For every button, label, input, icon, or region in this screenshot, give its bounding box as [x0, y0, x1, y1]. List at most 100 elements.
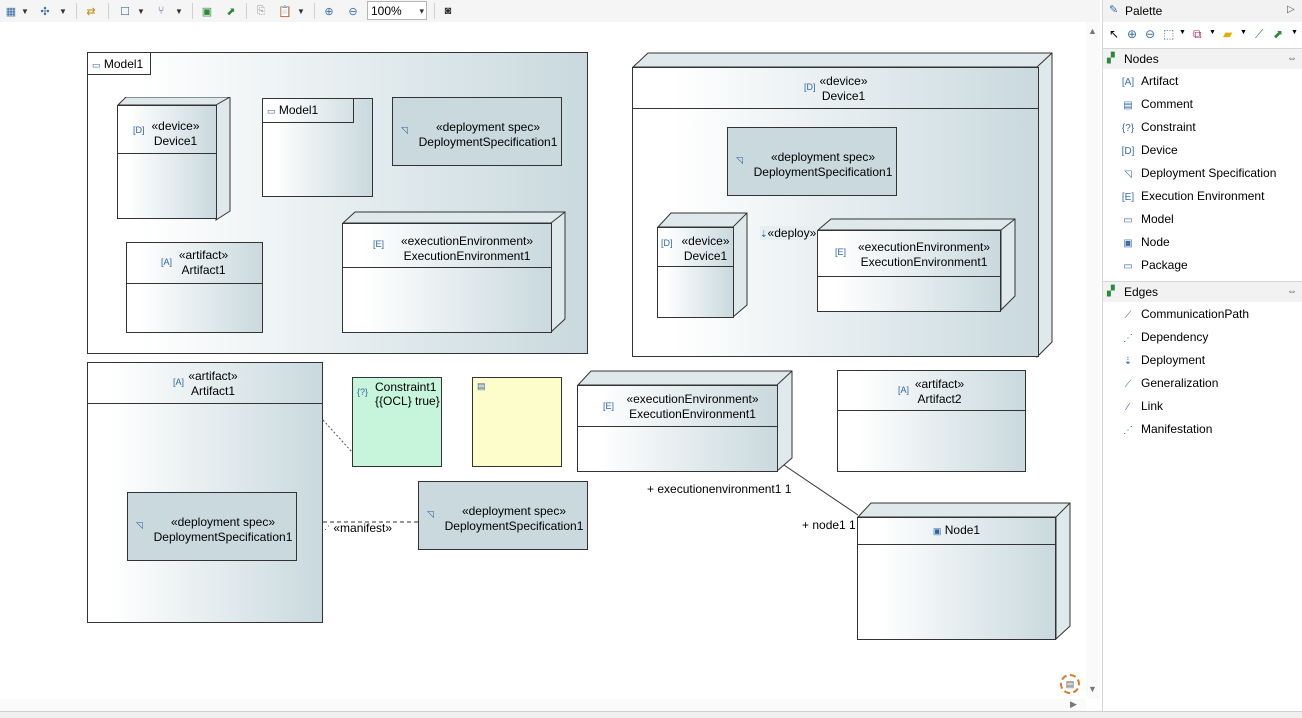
- device1-inner[interactable]: [D] «device» Device1: [657, 227, 734, 318]
- toolbar-separator: [434, 3, 435, 19]
- copy-icon[interactable]: ⎘: [256, 4, 266, 17]
- compartment-divider: [578, 426, 777, 427]
- status-indicator-icon[interactable]: ▤: [1060, 674, 1080, 694]
- execenv-in-model[interactable]: [E] «executionEnvironment» ExecutionEnvi…: [342, 223, 552, 333]
- palette-title: Palette: [1125, 4, 1163, 18]
- execution-environment-icon: [E]: [835, 247, 847, 257]
- select-all-icon[interactable]: ▦: [5, 5, 17, 18]
- palette-node-label: Constraint: [1141, 120, 1196, 134]
- artifact-icon: [A]: [161, 257, 173, 267]
- execenv-free[interactable]: [E] «executionEnvironment» ExecutionEnvi…: [577, 385, 778, 472]
- device-big-header: «device» Device1: [649, 74, 1038, 104]
- depspec-free[interactable]: ◹ «deployment spec» DeploymentSpecificat…: [418, 481, 588, 550]
- artifact-icon: [A]: [1121, 77, 1135, 88]
- node1[interactable]: ▣ Node1: [857, 517, 1056, 640]
- model1-inner-package[interactable]: ▭ Model1: [262, 98, 373, 197]
- artifact2[interactable]: [A] «artifact» Artifact2: [837, 370, 1026, 472]
- marquee-tool-icon[interactable]: ⬚: [1163, 27, 1175, 41]
- palette-node-package[interactable]: ▭Package: [1121, 255, 1187, 275]
- package-icon: ▭: [1123, 261, 1133, 272]
- zoom-combo[interactable]: 100%▾: [367, 1, 427, 20]
- compartment-divider: [838, 410, 1025, 411]
- export-icon[interactable]: ▣: [201, 5, 213, 18]
- palette-edge-dependency[interactable]: ⋰Dependency: [1121, 327, 1208, 347]
- scroll-down-icon[interactable]: ▼: [1088, 684, 1097, 694]
- artifact1-header: «artifact» Artifact1: [145, 248, 262, 278]
- dropdown-icon[interactable]: ▼: [1240, 29, 1247, 36]
- palette-node-model[interactable]: ▭Model: [1121, 209, 1173, 229]
- depspec-in-artifact[interactable]: ◹ «deployment spec» DeploymentSpecificat…: [127, 492, 297, 561]
- palette-icon: ✎: [1109, 4, 1119, 16]
- magnet-tool-icon[interactable]: ⧉: [1193, 27, 1202, 41]
- comment-note[interactable]: ▤: [472, 377, 562, 467]
- dropdown-icon[interactable]: ▼: [175, 6, 183, 16]
- dropdown-icon[interactable]: ▼: [59, 6, 67, 16]
- scroll-up-icon[interactable]: ▲: [1088, 26, 1097, 36]
- vertical-scrollbar[interactable]: ▲ ▼: [1086, 22, 1100, 699]
- select-tool-icon[interactable]: ↖: [1109, 27, 1120, 41]
- dropdown-icon[interactable]: ▼: [1209, 29, 1216, 36]
- zoom-in-icon[interactable]: ⊕: [324, 5, 334, 18]
- palette-edge-manifestation[interactable]: ⋰Manifestation: [1121, 419, 1212, 439]
- camera-icon[interactable]: ◙: [444, 5, 452, 17]
- device1-in-model[interactable]: [D] «device» Device1: [117, 105, 217, 219]
- palette-node-execution-environment[interactable]: [E]Execution Environment: [1121, 186, 1265, 206]
- refresh-icon[interactable]: ⬈: [226, 5, 236, 18]
- pin-icon[interactable]: ⇔: [1287, 286, 1297, 297]
- artifact-icon: [A]: [173, 377, 185, 387]
- constraint-link-edge[interactable]: [322, 419, 353, 453]
- execution-environment-icon: [E]: [603, 401, 615, 411]
- depspec-in-model[interactable]: ◹ «deployment spec» DeploymentSpecificat…: [392, 97, 562, 166]
- dropdown-icon[interactable]: ▼: [1179, 29, 1186, 36]
- connection-tool-icon[interactable]: ⟋: [1255, 27, 1264, 41]
- palette-tools-row: ↖ ⊕ ⊖ ⬚ ▼ ⧉ ▼ ▰ ▼ ⟋ ⬈ ▼: [1103, 24, 1302, 46]
- palette-node-node[interactable]: ▣Node: [1121, 232, 1169, 252]
- palette-node-device[interactable]: [D]Device: [1121, 140, 1178, 160]
- zoom-out-icon[interactable]: ⊖: [348, 5, 358, 18]
- palette-edge-generalization[interactable]: ⟋Generalization: [1121, 373, 1219, 393]
- execenv-free-header: «executionEnvironment» ExecutionEnvironm…: [608, 392, 777, 422]
- paste-icon[interactable]: 📋: [278, 5, 292, 18]
- dropdown-icon[interactable]: ▼: [297, 6, 305, 16]
- depspec-in-device[interactable]: ◹ «deployment spec» DeploymentSpecificat…: [727, 127, 897, 196]
- collapse-palette-icon[interactable]: ▷: [1287, 4, 1295, 15]
- filter-icon[interactable]: ⑂: [157, 5, 165, 17]
- nodes-drawer-header[interactable]: ▞ Nodes ⇔: [1103, 48, 1302, 69]
- edges-drawer-header[interactable]: ▞ Edges ⇔: [1103, 281, 1302, 302]
- note-tool-icon[interactable]: ▰: [1223, 27, 1233, 41]
- dropdown-icon[interactable]: ▼: [1291, 29, 1298, 36]
- artifact2-stereotype: «artifact»: [914, 377, 965, 391]
- palette-node-comment[interactable]: ▤Comment: [1121, 94, 1193, 114]
- palette-node-artifact[interactable]: [A]Artifact: [1121, 71, 1178, 91]
- dropdown-icon[interactable]: ▼: [21, 6, 29, 16]
- palette-node-deployment-specification[interactable]: ◹Deployment Specification: [1121, 163, 1276, 183]
- horizontal-scrollbar[interactable]: ▶: [0, 699, 1086, 711]
- constraint1[interactable]: {?} Constraint1 {{OCL} true}: [352, 377, 442, 467]
- execenv-in-device[interactable]: [E] «executionEnvironment» ExecutionEnvi…: [817, 230, 1001, 312]
- link-tool-icon[interactable]: ⬈: [1273, 27, 1284, 41]
- zoom-out-tool-icon[interactable]: ⊖: [1145, 27, 1156, 41]
- deploy-label-text: «deploy»: [767, 226, 817, 240]
- arrange-icon[interactable]: ✣: [40, 5, 50, 18]
- scroll-right-icon[interactable]: ▶: [1070, 699, 1077, 709]
- palette-edge-link[interactable]: ⁄Link: [1121, 396, 1163, 416]
- association-end-label: + node1 1: [802, 518, 856, 532]
- manifest-label: ⋰ «manifest»: [321, 521, 392, 535]
- dropdown-icon[interactable]: ▼: [137, 6, 145, 16]
- link-icon[interactable]: ⇄: [86, 5, 96, 18]
- palette-node-constraint[interactable]: {?}Constraint: [1121, 117, 1196, 137]
- depspec-name: DeploymentSpecification1: [418, 135, 558, 149]
- communication-path-edge[interactable]: [777, 460, 859, 516]
- artifact1-in-model[interactable]: [A] «artifact» Artifact1: [126, 242, 263, 333]
- palette-edge-communicationpath[interactable]: ⟋CommunicationPath: [1121, 304, 1250, 324]
- device-big-name: Device1: [821, 89, 866, 103]
- diagram-canvas[interactable]: ▭ Model1 [D] «device» Device1 ▭ Model1 ◹…: [0, 22, 1086, 699]
- palette-edge-deployment[interactable]: ⇣Deployment: [1121, 350, 1205, 370]
- execution-environment-icon: [E]: [373, 239, 385, 249]
- model-icon: ▭: [92, 60, 101, 70]
- node1-header: ▣ Node1: [858, 523, 1055, 539]
- palette-edge-label: Generalization: [1141, 376, 1219, 390]
- new-element-icon[interactable]: ☐: [120, 5, 130, 18]
- zoom-in-tool-icon[interactable]: ⊕: [1127, 27, 1138, 41]
- pin-icon[interactable]: ⇔: [1287, 53, 1297, 64]
